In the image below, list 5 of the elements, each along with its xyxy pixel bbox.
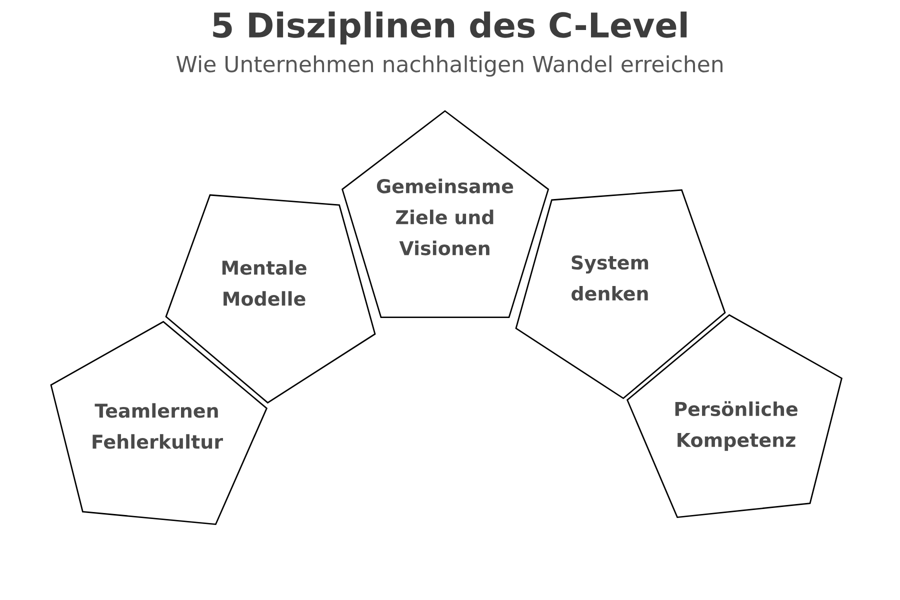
pentagon: System denken — [515, 189, 726, 400]
pentagon: Mentale Modelle — [165, 194, 376, 404]
pentagon: Gemeinsame Ziele und Visionen — [342, 110, 550, 318]
subtitle: Wie Unternehmen nachhaltigen Wandel erreichen — [176, 55, 722, 77]
title: 5 Disziplinen des C-Level — [213, 12, 687, 44]
